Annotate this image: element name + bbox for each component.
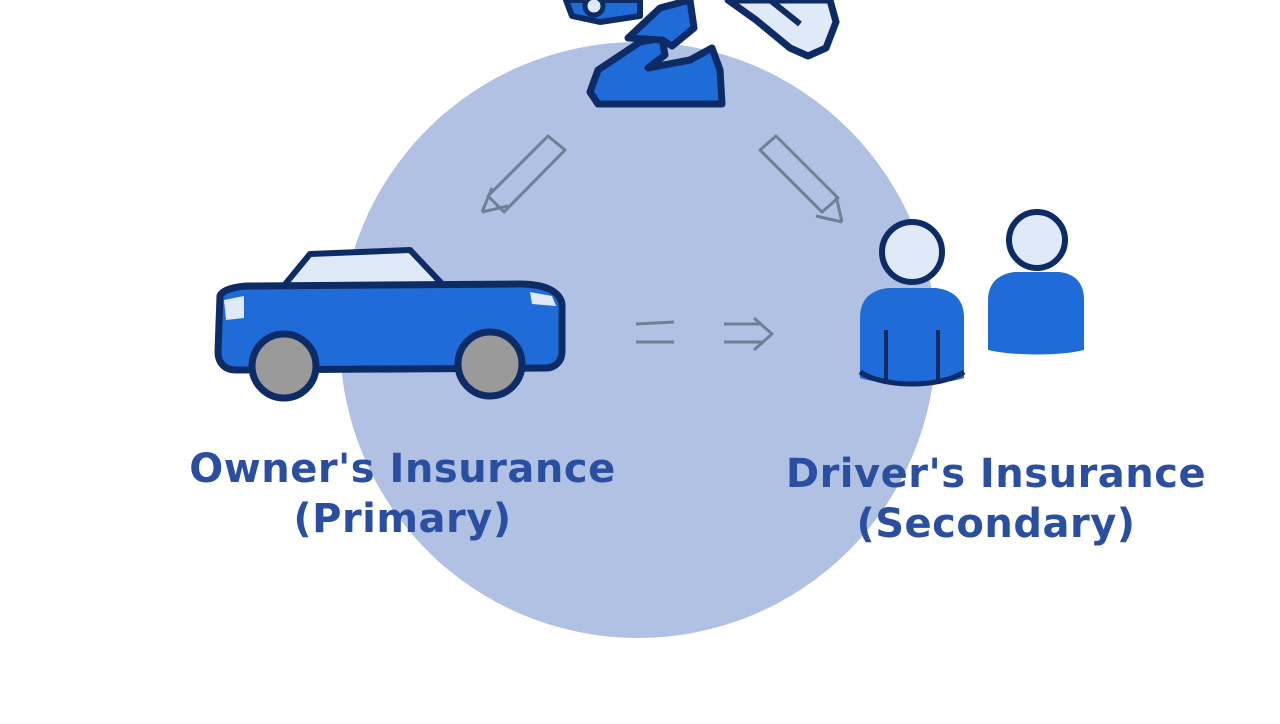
car-icon: [214, 247, 566, 402]
owner-insurance-role: (Primary): [293, 496, 512, 542]
owner-insurance-title: Owner's Insurance: [189, 446, 616, 492]
background-circle: [340, 42, 936, 638]
arrow-icon: [480, 134, 567, 214]
driver-insurance-role: (Secondary): [856, 501, 1136, 547]
arrow-icon: [635, 316, 774, 352]
driver-insurance-title: Driver's Insurance: [785, 451, 1207, 497]
owner-insurance-label: Owner's Insurance (Primary): [150, 444, 655, 544]
arrow-icon: [758, 134, 844, 224]
driver-insurance-label: Driver's Insurance (Secondary): [760, 449, 1232, 549]
hands-and-keys-icon: [563, 0, 840, 108]
two-people-icon: [858, 209, 1084, 387]
